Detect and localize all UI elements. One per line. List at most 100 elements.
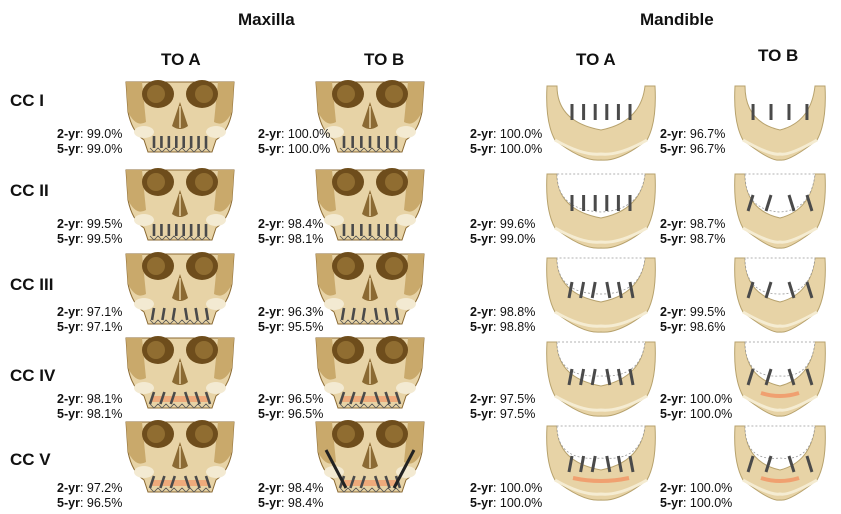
five-year-value: : 98.8% — [493, 320, 535, 334]
survival-stats-man-b: 2-yr: 100.0%5-yr: 100.0% — [660, 481, 732, 511]
mandible-to-a-header: TO A — [576, 50, 616, 70]
mandible-illustration — [543, 82, 659, 162]
five-year-value: : 100.0% — [683, 496, 732, 510]
five-year-label: 5-yr — [258, 407, 281, 421]
class-row-label: CC V — [10, 450, 51, 470]
two-year-label: 2-yr — [57, 305, 80, 319]
two-year-value: : 96.7% — [683, 127, 725, 141]
two-year-label: 2-yr — [258, 392, 281, 406]
survival-stats-man-a: 2-yr: 98.8%5-yr: 98.8% — [470, 305, 535, 335]
mandible-illustration — [731, 338, 829, 418]
maxilla-skull-illustration — [120, 82, 240, 160]
survival-stats-max-a: 2-yr: 98.1%5-yr: 98.1% — [57, 392, 122, 422]
two-year-value: : 100.0% — [493, 481, 542, 495]
two-year-label: 2-yr — [470, 217, 493, 231]
five-year-value: : 98.7% — [683, 232, 725, 246]
two-year-label: 2-yr — [57, 392, 80, 406]
mandible-illustration — [731, 170, 829, 250]
two-year-value: : 98.7% — [683, 217, 725, 231]
two-year-label: 2-yr — [258, 127, 281, 141]
two-year-value: : 99.6% — [493, 217, 535, 231]
two-year-value: : 99.5% — [80, 217, 122, 231]
five-year-value: : 98.1% — [80, 407, 122, 421]
mandible-illustration — [543, 170, 659, 250]
mandible-illustration — [731, 422, 829, 502]
maxilla-skull-illustration — [310, 254, 430, 332]
five-year-value: : 97.5% — [493, 407, 535, 421]
survival-stats-max-b: 2-yr: 100.0%5-yr: 100.0% — [258, 127, 330, 157]
five-year-value: : 96.5% — [281, 407, 323, 421]
mandible-illustration — [731, 82, 829, 162]
two-year-value: : 97.1% — [80, 305, 122, 319]
mandible-illustration — [543, 338, 659, 418]
five-year-label: 5-yr — [660, 496, 683, 510]
five-year-value: : 99.0% — [80, 142, 122, 156]
five-year-value: : 98.4% — [281, 496, 323, 510]
five-year-label: 5-yr — [258, 232, 281, 246]
maxilla-skull-illustration — [310, 170, 430, 248]
two-year-label: 2-yr — [470, 481, 493, 495]
two-year-value: : 96.5% — [281, 392, 323, 406]
five-year-value: : 98.1% — [281, 232, 323, 246]
five-year-value: : 99.0% — [493, 232, 535, 246]
five-year-label: 5-yr — [57, 142, 80, 156]
five-year-label: 5-yr — [57, 320, 80, 334]
five-year-value: : 100.0% — [493, 496, 542, 510]
five-year-value: : 100.0% — [281, 142, 330, 156]
two-year-value: : 100.0% — [281, 127, 330, 141]
five-year-label: 5-yr — [57, 232, 80, 246]
survival-stats-man-b: 2-yr: 100.0%5-yr: 100.0% — [660, 392, 732, 422]
survival-stats-max-b: 2-yr: 96.3%5-yr: 95.5% — [258, 305, 323, 335]
survival-stats-man-b: 2-yr: 99.5%5-yr: 98.6% — [660, 305, 725, 335]
maxilla-header: Maxilla — [238, 10, 295, 30]
five-year-label: 5-yr — [660, 142, 683, 156]
survival-stats-man-a: 2-yr: 100.0%5-yr: 100.0% — [470, 481, 542, 511]
five-year-label: 5-yr — [660, 320, 683, 334]
two-year-label: 2-yr — [660, 481, 683, 495]
class-row-label: CC III — [10, 275, 53, 295]
maxilla-skull-illustration — [120, 170, 240, 248]
survival-stats-man-a: 2-yr: 97.5%5-yr: 97.5% — [470, 392, 535, 422]
five-year-value: : 100.0% — [493, 142, 542, 156]
survival-stats-man-b: 2-yr: 96.7%5-yr: 96.7% — [660, 127, 725, 157]
two-year-label: 2-yr — [660, 127, 683, 141]
two-year-label: 2-yr — [258, 305, 281, 319]
two-year-label: 2-yr — [57, 127, 80, 141]
class-row-label: CC I — [10, 91, 44, 111]
five-year-label: 5-yr — [660, 407, 683, 421]
class-row-label: CC IV — [10, 366, 55, 386]
two-year-value: : 98.1% — [80, 392, 122, 406]
survival-stats-man-b: 2-yr: 98.7%5-yr: 98.7% — [660, 217, 725, 247]
five-year-label: 5-yr — [470, 320, 493, 334]
five-year-value: : 96.5% — [80, 496, 122, 510]
survival-stats-max-a: 2-yr: 97.1%5-yr: 97.1% — [57, 305, 122, 335]
five-year-label: 5-yr — [57, 496, 80, 510]
mandible-illustration — [731, 254, 829, 334]
maxilla-to-b-header: TO B — [364, 50, 404, 70]
maxilla-skull-illustration — [120, 422, 240, 500]
five-year-label: 5-yr — [470, 142, 493, 156]
maxilla-to-a-header: TO A — [161, 50, 201, 70]
class-row-label: CC II — [10, 181, 49, 201]
two-year-label: 2-yr — [57, 481, 80, 495]
two-year-label: 2-yr — [660, 305, 683, 319]
five-year-label: 5-yr — [470, 407, 493, 421]
five-year-label: 5-yr — [470, 496, 493, 510]
five-year-label: 5-yr — [258, 320, 281, 334]
survival-stats-max-a: 2-yr: 99.0%5-yr: 99.0% — [57, 127, 122, 157]
mandible-header: Mandible — [640, 10, 714, 30]
maxilla-skull-illustration — [310, 422, 430, 500]
two-year-value: : 96.3% — [281, 305, 323, 319]
five-year-value: : 100.0% — [683, 407, 732, 421]
survival-stats-man-a: 2-yr: 99.6%5-yr: 99.0% — [470, 217, 535, 247]
maxilla-skull-illustration — [120, 338, 240, 416]
mandible-illustration — [543, 422, 659, 502]
maxilla-skull-illustration — [120, 254, 240, 332]
two-year-label: 2-yr — [258, 481, 281, 495]
maxilla-skull-illustration — [310, 338, 430, 416]
two-year-label: 2-yr — [660, 392, 683, 406]
five-year-value: : 96.7% — [683, 142, 725, 156]
two-year-value: : 97.5% — [493, 392, 535, 406]
survival-stats-max-b: 2-yr: 98.4%5-yr: 98.1% — [258, 217, 323, 247]
survival-stats-max-b: 2-yr: 96.5%5-yr: 96.5% — [258, 392, 323, 422]
